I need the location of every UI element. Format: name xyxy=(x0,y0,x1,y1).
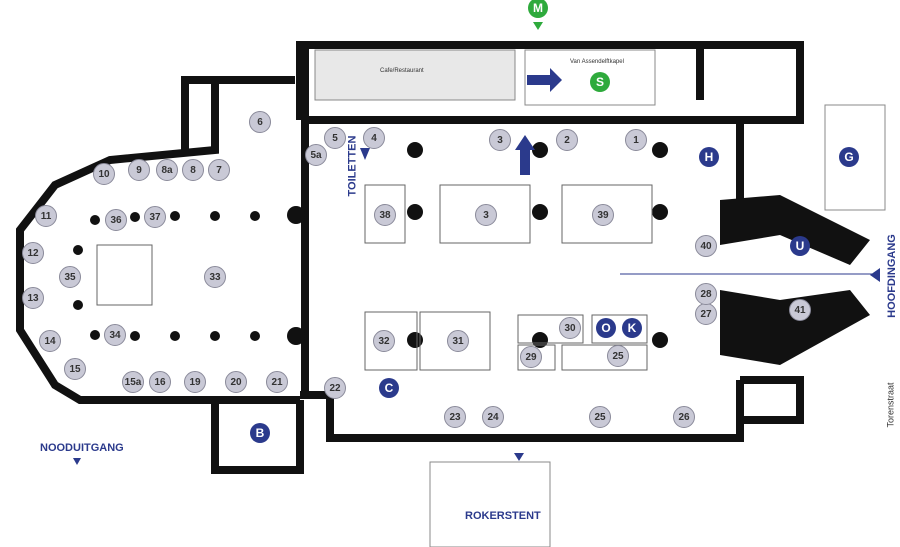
location-marker[interactable]: 4 xyxy=(363,127,385,149)
location-marker[interactable]: 20 xyxy=(225,371,247,393)
arrow-right-icon xyxy=(527,68,562,92)
facility-marker[interactable]: H xyxy=(699,147,719,167)
location-marker[interactable]: 32 xyxy=(373,330,395,352)
location-marker[interactable]: 26 xyxy=(673,406,695,428)
location-marker[interactable]: 37 xyxy=(144,206,166,228)
location-marker[interactable]: 38 xyxy=(374,204,396,226)
cafe-label: Cafe/Restaurant xyxy=(380,68,424,74)
location-marker[interactable]: 13 xyxy=(22,287,44,309)
location-marker[interactable]: 7 xyxy=(208,159,230,181)
location-marker[interactable]: 3 xyxy=(475,204,497,226)
arrow-up-icon xyxy=(515,135,535,175)
facility-marker[interactable]: K xyxy=(622,318,642,338)
smoking-tent-label: ROKERSTENT xyxy=(465,510,541,522)
location-marker[interactable]: 34 xyxy=(104,324,126,346)
location-marker[interactable]: 24 xyxy=(482,406,504,428)
toilets-label: TOILETTEN xyxy=(346,135,359,197)
location-marker[interactable]: 11 xyxy=(35,205,57,227)
location-marker[interactable]: 8 xyxy=(182,159,204,181)
location-marker[interactable]: 36 xyxy=(105,209,127,231)
location-marker[interactable]: 33 xyxy=(204,266,226,288)
location-marker[interactable]: 14 xyxy=(39,330,61,352)
location-marker[interactable]: 39 xyxy=(592,204,614,226)
facility-marker[interactable]: C xyxy=(379,378,399,398)
location-marker[interactable]: 25 xyxy=(607,345,629,367)
location-marker[interactable]: 16 xyxy=(149,371,171,393)
location-marker[interactable]: 31 xyxy=(447,330,469,352)
location-marker[interactable]: 23 xyxy=(444,406,466,428)
location-marker[interactable]: 1 xyxy=(625,129,647,151)
location-marker[interactable]: 30 xyxy=(559,317,581,339)
entrance-arrow-icon xyxy=(870,268,880,282)
location-marker[interactable]: 28 xyxy=(695,283,717,305)
main-entrance-label: HOOFDINGANG xyxy=(885,234,898,318)
location-marker[interactable]: 35 xyxy=(59,266,81,288)
location-marker[interactable]: 10 xyxy=(93,163,115,185)
facility-marker[interactable]: M xyxy=(528,0,548,18)
location-marker[interactable]: 41 xyxy=(789,299,811,321)
location-marker[interactable]: 9 xyxy=(128,159,150,181)
location-marker[interactable]: 22 xyxy=(324,377,346,399)
facility-marker[interactable]: U xyxy=(790,236,810,256)
location-marker[interactable]: 5 xyxy=(324,127,346,149)
location-marker[interactable]: 6 xyxy=(249,111,271,133)
location-marker[interactable]: 12 xyxy=(22,242,44,264)
location-marker[interactable]: 29 xyxy=(520,346,542,368)
location-marker[interactable]: 3 xyxy=(489,129,511,151)
emergency-exit-label: NOODUITGANG xyxy=(40,442,124,454)
exit-arrow-icon xyxy=(73,458,81,465)
chapel-label: Van Assendelftkapel xyxy=(570,59,624,65)
location-marker[interactable]: 15a xyxy=(122,371,144,393)
pillars xyxy=(73,142,668,348)
street-label: Torenstraat xyxy=(885,382,896,428)
location-marker[interactable]: 8a xyxy=(156,159,178,181)
facility-marker[interactable]: S xyxy=(590,72,610,92)
location-marker[interactable]: 19 xyxy=(184,371,206,393)
location-marker[interactable]: 27 xyxy=(695,303,717,325)
location-marker[interactable]: 5a xyxy=(305,144,327,166)
location-marker[interactable]: 21 xyxy=(266,371,288,393)
location-marker[interactable]: 40 xyxy=(695,235,717,257)
facility-marker[interactable]: O xyxy=(596,318,616,338)
location-marker[interactable]: 25 xyxy=(589,406,611,428)
location-marker[interactable]: 15 xyxy=(64,358,86,380)
facility-marker[interactable]: B xyxy=(250,423,270,443)
location-marker[interactable]: 2 xyxy=(556,129,578,151)
facility-marker[interactable]: G xyxy=(839,147,859,167)
